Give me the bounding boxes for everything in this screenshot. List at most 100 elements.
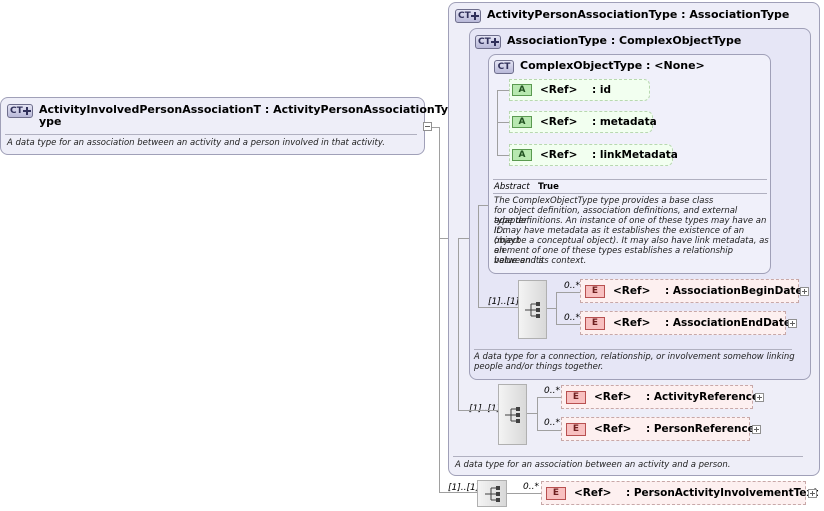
root-type-title: ActivityInvolvedPersonAssociationT : Act… [39,103,464,116]
occurrence-label: 0..* [564,281,580,291]
element-name: : PersonActivityInvolvementText [626,487,819,499]
inner-type-description: for object definition, association defin… [494,206,738,226]
occurrence-label: 0..* [564,313,580,323]
root-type-title-continued: ype [39,115,62,128]
element-name: : AssociationBeginDate [665,285,803,297]
connector-line [556,324,580,325]
root-type-description: A data type for an association between a… [7,138,385,148]
expand-toggle[interactable] [808,489,817,498]
connector-line [497,90,509,91]
element-ref: <Ref> [574,487,612,499]
outer-type-description: A data type for an association between a… [455,460,731,470]
sequence-multiplicity: [1]..[1] [488,297,520,307]
connector-line [439,492,477,493]
complex-type-icon: CT [475,35,501,49]
connector-line [458,238,459,410]
sequence-compositor[interactable] [518,280,547,339]
attribute-icon: A [512,149,532,161]
connector-line [507,493,541,494]
element-person-reference[interactable]: E <Ref> : PersonReference [561,417,755,441]
expand-toggle[interactable] [752,425,761,434]
divider [493,179,767,180]
element-icon: E [566,391,586,404]
connector-line [556,292,580,293]
attribute-name: : id [592,84,611,96]
expand-toggle[interactable] [800,287,809,296]
connector-line [556,292,557,324]
middle-type-title: AssociationType : ComplexObjectType [507,34,742,47]
connector-line [458,238,469,239]
complex-type-icon: CT [7,104,33,118]
element-name: : ActivityReference [646,391,760,403]
element-association-end-date[interactable]: E <Ref> : AssociationEndDate [580,311,791,335]
connector-line [425,127,439,128]
abstract-label: Abstract [494,182,530,192]
attribute-icon: A [512,116,532,128]
attribute-name: : metadata [592,116,657,128]
outer-type-title: ActivityPersonAssociationType : Associat… [487,8,790,21]
occurrence-label: 0..* [544,418,560,428]
attribute-ref: <Ref> [540,84,578,96]
connector-line [537,397,538,430]
divider [474,349,792,350]
complex-type-icon: CT [455,9,481,23]
element-ref: <Ref> [613,285,651,297]
inner-type-description: The ComplexObjectType type provides a ba… [494,196,714,206]
middle-type-description: people and/or things together. [474,362,604,372]
connector-line [497,155,509,156]
element-icon: E [566,423,586,436]
inner-type-title: ComplexObjectType : <None> [520,59,705,72]
attribute-name: : linkMetadata [592,149,678,161]
attribute-ref: <Ref> [540,116,578,128]
element-name: : PersonReference [646,423,755,435]
attribute-linkmetadata[interactable]: A <Ref> : linkMetadata [509,144,678,166]
connector-line [497,122,509,123]
connector-line [439,127,440,493]
collapse-toggle[interactable] [423,122,432,131]
sequence-icon [525,302,540,318]
divider [5,134,417,135]
element-name: : AssociationEndDate [665,317,792,329]
element-ref: <Ref> [613,317,651,329]
inner-type-description: It may have metadata as it establishes t… [494,226,745,246]
element-icon: E [585,317,605,330]
element-ref: <Ref> [594,423,632,435]
sequence-compositor[interactable] [498,384,527,445]
attribute-ref: <Ref> [540,149,578,161]
connector-line [478,307,518,308]
attribute-icon: A [512,84,532,96]
sequence-multiplicity: [1]..[1] [448,483,480,493]
connector-line [439,238,449,239]
root-complex-type-box[interactable]: CT ActivityInvolvedPersonAssociationT : … [0,97,463,155]
connector-line [537,397,561,398]
sequence-icon [485,486,500,502]
element-icon: E [546,487,566,500]
divider [453,456,803,457]
inner-type-description: (maybe a conceptual object). It may also… [494,236,769,256]
expand-toggle[interactable] [788,319,797,328]
connector-line [478,205,479,307]
attribute-id[interactable]: A <Ref> : id [509,79,650,101]
element-association-begin-date[interactable]: E <Ref> : AssociationBeginDate [580,279,803,303]
middle-type-description: A data type for a connection, relationsh… [474,352,795,362]
expand-toggle[interactable] [755,393,764,402]
inner-type-description: value and its context. [494,256,587,266]
divider [493,193,767,194]
connector-line [527,413,537,414]
occurrence-label: 0..* [544,386,560,396]
complex-type-icon: CT [494,60,514,74]
connector-line [537,430,561,431]
attribute-metadata[interactable]: A <Ref> : metadata [509,111,657,133]
occurrence-label: 0..* [523,482,539,492]
sequence-compositor[interactable] [477,480,507,507]
element-ref: <Ref> [594,391,632,403]
inner-type-description: type definitions. An instance of one of … [494,216,767,236]
connector-line [497,90,498,156]
element-activity-reference[interactable]: E <Ref> : ActivityReference [561,385,759,409]
abstract-value: True [538,182,559,192]
connector-line [458,410,498,411]
element-person-activity-involvement-text[interactable]: E <Ref> : PersonActivityInvolvementText [541,481,818,505]
sequence-multiplicity: [1]..[1] [469,404,501,414]
sequence-icon [505,407,520,423]
inner-type-description: element of one of these types establishe… [494,246,734,266]
